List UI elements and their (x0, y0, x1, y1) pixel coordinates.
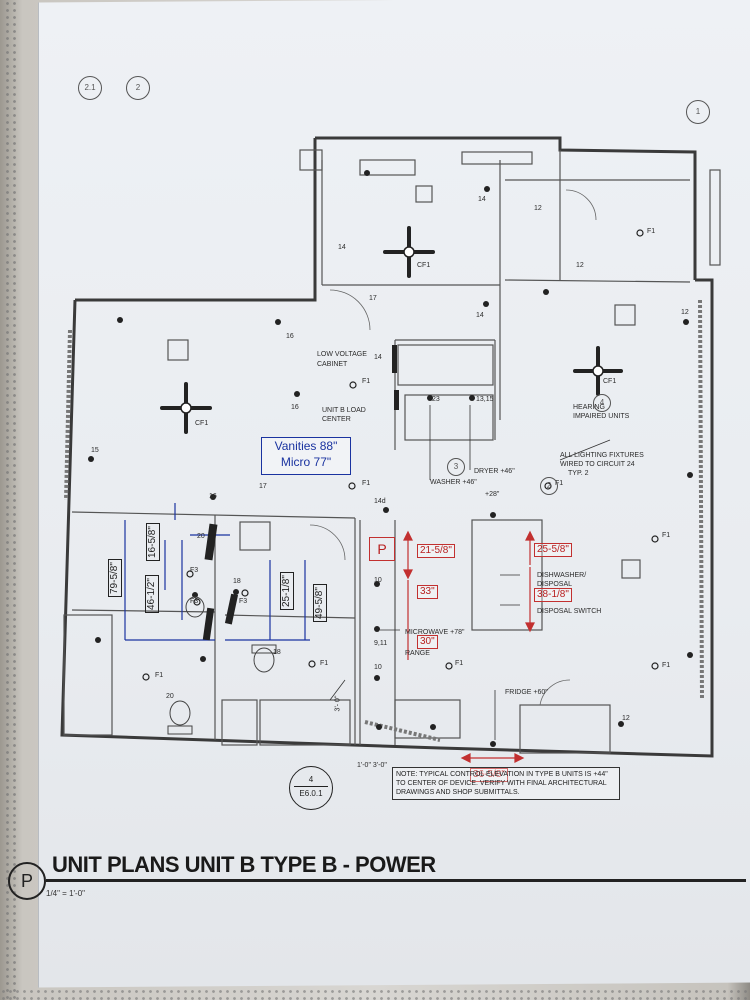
dim-30: 30" (417, 635, 438, 649)
label-lighting-2: WIRED TO CIRCUIT 24 (560, 461, 635, 468)
circuit-num: 14d (374, 498, 386, 505)
circuit-num: 10 (374, 577, 382, 584)
fixture-tag: F1 (362, 378, 371, 385)
circuit-num: 20 (166, 693, 174, 700)
keynote-bubble: 2 (540, 477, 558, 495)
label-fridge: FRIDGE +60" (505, 689, 548, 696)
circuit-num: 12 (622, 715, 630, 722)
fixture-tag: F3 (190, 598, 199, 605)
fixture-tag: F1 (320, 660, 329, 667)
binder-perforation (4, 0, 18, 1000)
dim-16-5-8: 16-5/8" (146, 523, 160, 561)
circuit-num: 16 (291, 404, 299, 411)
dim-79-5-8: 79-5/8" (108, 559, 122, 597)
control-elevation-note: NOTE: TYPICAL CONTROL ELEVATION IN TYPE … (392, 767, 620, 800)
fixture-tag: F1 (362, 480, 371, 487)
fixture-tag: F1 (662, 532, 671, 539)
label-range: RANGE (405, 650, 430, 657)
circuit-num: 18 (233, 578, 241, 585)
label-hearing: HEARING (573, 404, 605, 411)
fixture-tag: CF1 (603, 378, 617, 385)
label-dishwasher: DISHWASHER/ (537, 572, 587, 579)
fixture-tag: CF1 (195, 420, 209, 427)
dim-33: 33" (417, 585, 438, 599)
red-p-marker: P (369, 537, 395, 561)
fixture-tag: F1 (662, 662, 671, 669)
dim-46-1-2: 46-1/2" (145, 575, 159, 613)
label-bottom-dims: 1'-0" 3'-0" (357, 762, 387, 769)
vanities-text: Vanities 88" (274, 439, 338, 453)
label-microwave: MICROWAVE +78" (405, 629, 465, 636)
label-hearing-2: IMPAIRED UNITS (573, 413, 630, 420)
circuit-num: 23 (432, 396, 440, 403)
circuit-num: 12 (576, 262, 584, 269)
grid-bubble: 2 (126, 76, 150, 100)
keynote-bubble: 3 (447, 458, 465, 476)
fixture-tag: F3 (190, 567, 199, 574)
circuit-num: 10 (374, 664, 382, 671)
grid-bubble: 1 (686, 100, 710, 124)
micro-text: Micro 77" (280, 455, 332, 469)
circuit-num: 12 (681, 309, 689, 316)
fixture-tag: F3 (239, 598, 248, 605)
circuit-num: 16 (209, 493, 217, 500)
circuit-num: 13,15 (476, 396, 494, 403)
fixture-tag: F1 (455, 660, 464, 667)
section-sheet: E6.0.1 (294, 786, 328, 798)
circuit-num: 18 (273, 649, 281, 656)
section-marker: 4 E6.0.1 (289, 766, 333, 810)
title-marker: P (8, 862, 46, 900)
circuit-num: 16 (286, 333, 294, 340)
circuit-num: 9,11 (374, 640, 388, 647)
fixture-tag: F1 (647, 228, 656, 235)
dim-36-5-8: 36-5/8" (470, 768, 508, 782)
dim-25-5-8: 25-5/8" (534, 543, 572, 557)
fixture-tag: F1 (155, 672, 164, 679)
dim-38-1-8: 38-1/8" (534, 588, 572, 602)
circuit-num: 14 (476, 312, 484, 319)
circuit-num: 14 (374, 354, 382, 361)
label-disposal: DISPOSAL (537, 581, 573, 588)
label-load-center-2: CENTER (322, 416, 351, 423)
dim-25-1-8: 25-1/8" (280, 572, 294, 610)
title-underline (46, 879, 746, 882)
section-number: 4 (308, 775, 314, 784)
vanities-note: Vanities 88" Micro 77" (261, 437, 351, 475)
circuit-num: 14 (338, 244, 346, 251)
dim-49-5-8: 49-5/8" (313, 584, 327, 622)
drawing-title: UNIT PLANS UNIT B TYPE B - POWER (52, 852, 436, 877)
label-lighting: ALL LIGHTING FIXTURES (560, 452, 644, 459)
label-low-voltage: LOW VOLTAGE (317, 351, 367, 358)
dim-21-5-8: 21-5/8" (417, 544, 455, 558)
keynote-bubble: 4 (593, 394, 611, 412)
label-disposal-switch: DISPOSAL SWITCH (537, 608, 602, 615)
binder-perforation-bottom (0, 988, 750, 1000)
label-3-0: 3'- 0" (334, 695, 342, 712)
grid-bubble: 2.1 (78, 76, 102, 100)
label-cabinet: CABINET (317, 361, 348, 368)
circuit-num: 17 (259, 483, 267, 490)
circuit-num: 15 (91, 447, 99, 454)
fixture-tag: F1 (555, 480, 564, 487)
circuit-num: 20 (197, 533, 205, 540)
label-dryer: DRYER +46" (474, 468, 515, 475)
circuit-num: 14 (478, 196, 486, 203)
label-lighting-3: TYP. 2 (568, 470, 589, 477)
drawing-scale: 1/4" = 1'-0" (46, 889, 86, 898)
label-load-center: UNIT B LOAD (322, 407, 366, 414)
fixture-tag: CF1 (417, 262, 431, 269)
label-plus28: +28" (485, 491, 500, 498)
circuit-num: 17 (369, 295, 377, 302)
circuit-num: 12 (534, 205, 542, 212)
label-washer: WASHER +46" (430, 479, 477, 486)
